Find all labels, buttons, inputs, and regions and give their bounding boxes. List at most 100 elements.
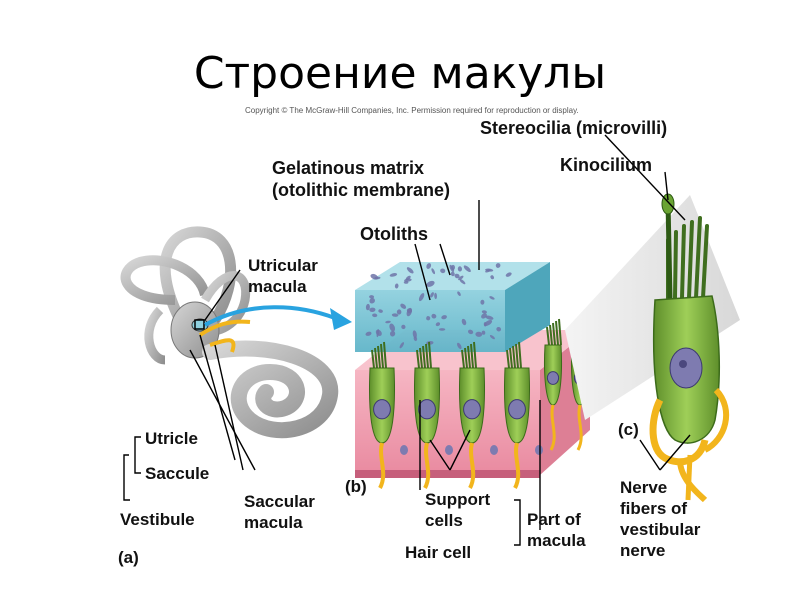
hair-cells-row (369, 318, 589, 489)
label-part-of: Part of (527, 510, 581, 529)
otolith-crystal (438, 328, 446, 331)
label-nerve-fibers-of: fibers of (620, 499, 688, 518)
page-title: Строение макулы (193, 48, 607, 99)
otolith-crystal (426, 280, 435, 287)
panel-label-c: (c) (618, 420, 639, 439)
otolith-crystal (413, 336, 418, 342)
label-support-cells: cells (425, 511, 463, 530)
otolith-crystal (406, 307, 413, 317)
otolith-crystal (495, 263, 501, 268)
otolith-crystal (440, 268, 446, 274)
otolith-crystal (378, 309, 383, 313)
otolith-crystal (483, 322, 487, 327)
otolith-crystal (431, 268, 436, 275)
label-vestibule: Vestibule (120, 510, 195, 529)
otolith-crystal (365, 303, 370, 311)
label-support: Support (425, 490, 491, 509)
copyright-notice: Copyright © The McGraw-Hill Companies, I… (245, 106, 579, 115)
otolith-crystal (489, 296, 495, 300)
otolith-crystal (457, 342, 462, 350)
otolith-crystal (375, 329, 382, 336)
label-stereocilia: Stereocilia (microvilli) (480, 118, 668, 138)
otolith-crystal (370, 273, 379, 280)
otolith-crystal (449, 264, 455, 272)
otolith-crystal (372, 313, 378, 318)
label-hair-cell: Hair cell (405, 543, 472, 562)
otolith-crystal (389, 330, 396, 337)
otolith-crystal (454, 273, 460, 279)
hair-cell (369, 341, 395, 489)
otolith-crystal (481, 330, 486, 335)
otolith-crystal (400, 303, 407, 309)
otolith-crystal (404, 278, 412, 282)
otolith-crystal (389, 323, 396, 332)
panel-label-b: (b) (345, 477, 367, 496)
support-cell-nucleus (445, 445, 453, 455)
otolith-crystal (426, 263, 432, 269)
hair-cell (544, 318, 562, 451)
otolith-crystal (431, 313, 437, 319)
hair-cell (414, 341, 440, 489)
otolith-crystal (365, 331, 372, 336)
otolith-crystal (434, 292, 438, 300)
otolith-crystal (394, 283, 399, 289)
magnification-cone (565, 195, 740, 420)
support-cell-nucleus (535, 445, 543, 455)
label-saccule: Saccule (145, 464, 210, 483)
otolith-crystal (463, 265, 471, 273)
hair-cell (504, 341, 530, 489)
otoliths-crystals (365, 263, 512, 350)
otolith-crystal (481, 310, 487, 314)
label-saccular-macula: macula (244, 513, 303, 532)
label-nerve: Nerve (620, 478, 668, 497)
otolith-crystal (475, 331, 483, 337)
otolith-crystal (406, 267, 414, 274)
leader-lines (123, 134, 691, 546)
otolith-crystal (399, 342, 405, 349)
otolith-crystal (457, 291, 461, 297)
label-otoliths: Otoliths (360, 224, 428, 244)
label-otolithic-membrane: (otolithic membrane) (272, 180, 451, 200)
otolith-crystal (403, 281, 409, 284)
support-cell-nucleus (400, 445, 408, 455)
otolith-crystal (505, 272, 512, 277)
otolith-crystal (489, 334, 495, 340)
label-vestibular: vestibular (620, 520, 701, 539)
panel-label-a: (a) (118, 548, 139, 567)
otolith-crystal (490, 275, 494, 280)
label-saccular: Saccular (244, 492, 315, 511)
label-utricle: Utricle (145, 429, 198, 448)
inner-ear-illustration (120, 226, 339, 439)
otolith-crystal (430, 292, 434, 298)
otolith-crystal (457, 266, 463, 272)
otolith-crystal (412, 330, 417, 339)
otolith-crystal (467, 329, 474, 335)
label-utricular-macula: macula (248, 277, 307, 296)
label-gelatinous-matrix: Gelatinous matrix (272, 158, 425, 178)
otolith-crystal (435, 322, 441, 327)
zoom-arrow (204, 305, 336, 327)
zoom-arrow-head (330, 308, 352, 330)
otolith-crystal (485, 315, 494, 320)
label-utricular: Utricular (248, 256, 318, 275)
otolith-crystal (385, 320, 391, 324)
otolith-crystal (401, 324, 406, 330)
otolith-crystal (441, 315, 447, 320)
label-kinocilium: Kinocilium (560, 155, 653, 175)
label-part-of-macula: macula (527, 531, 586, 550)
otolith-crystal (418, 293, 425, 302)
otolith-crystal (458, 275, 464, 281)
hair-cell (459, 341, 485, 489)
otolith-crystal (389, 273, 398, 277)
otolith-crystal (496, 326, 502, 332)
support-cell-nucleus (490, 445, 498, 455)
otolith-crystal (480, 299, 485, 305)
otolith-crystal (485, 269, 491, 273)
otolith-crystal (426, 316, 431, 321)
otolith-crystal (450, 271, 455, 277)
otolith-crystal (391, 313, 399, 317)
otolith-crystal (369, 307, 376, 313)
otolith-crystal (369, 295, 375, 299)
otolith-crystal (396, 309, 402, 315)
